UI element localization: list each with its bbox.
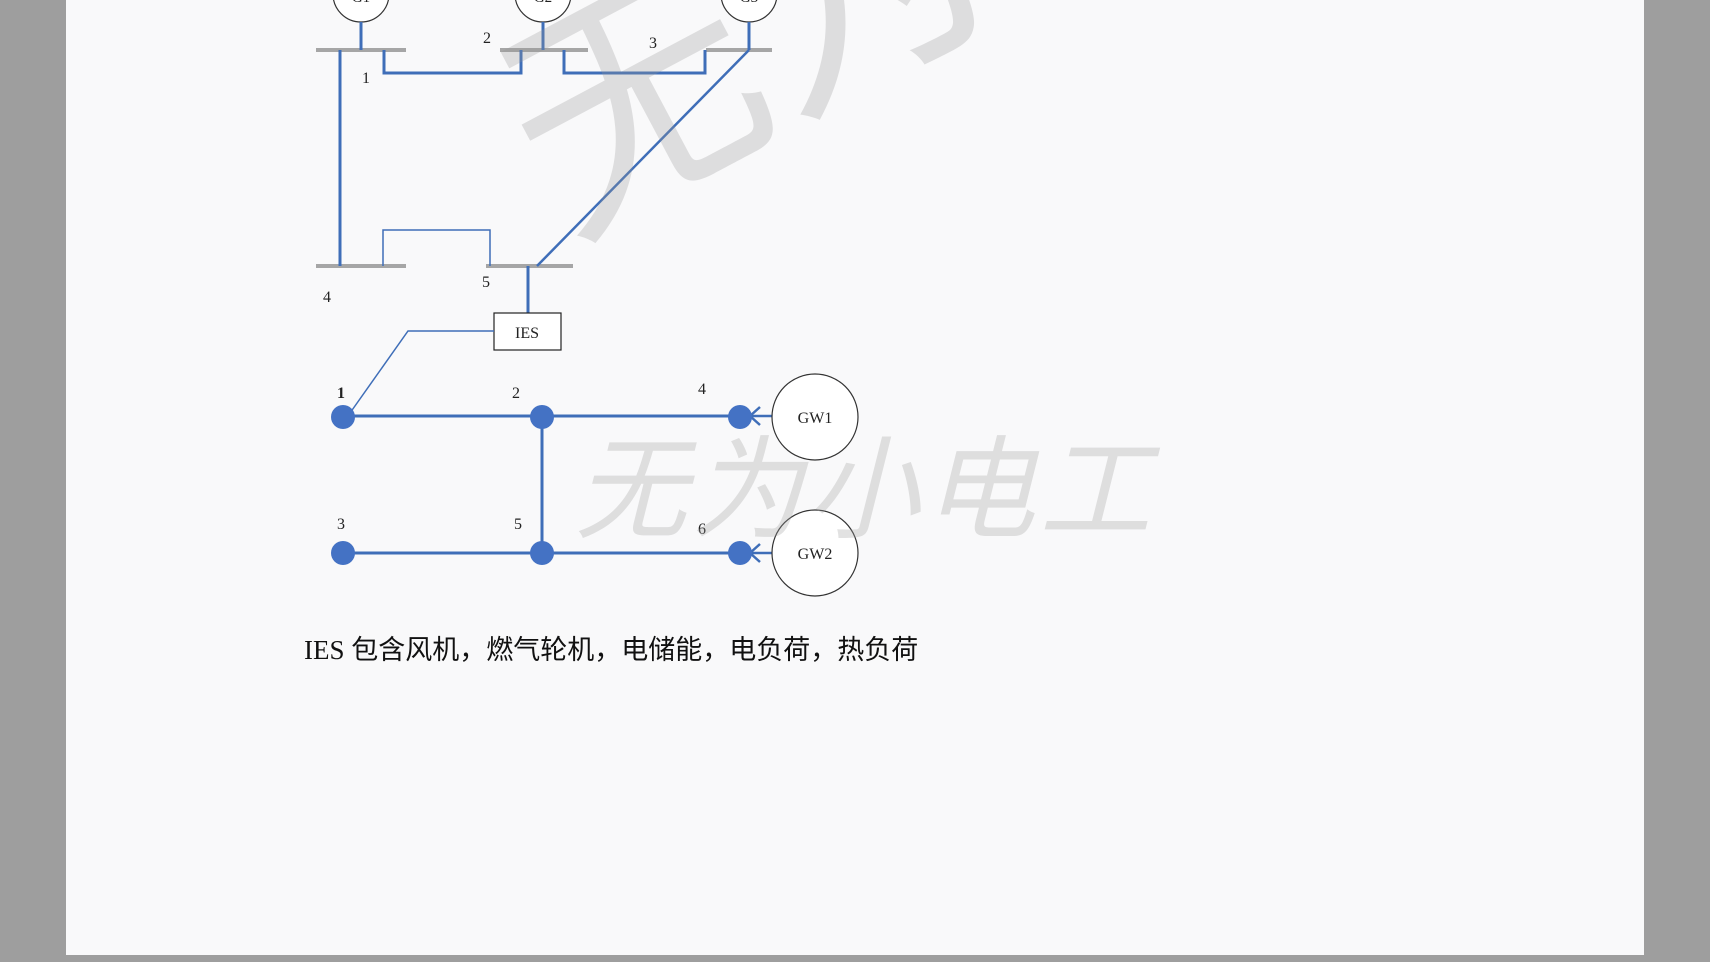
bus-4-label: 4 — [323, 289, 331, 306]
line-3-5 — [536, 49, 750, 267]
figure-caption: IES 包含风机，燃气轮机，电储能，电负荷，热负荷 — [304, 635, 919, 665]
gas-node-3-label: 3 — [337, 516, 345, 533]
gas-node-6 — [728, 541, 752, 565]
gas-node-4 — [728, 405, 752, 429]
gas-well-gw2-label: GW2 — [798, 546, 833, 563]
line-4-5 — [382, 229, 491, 266]
gas-node-1-label: 1 — [337, 385, 345, 402]
ies-gas-link — [349, 330, 494, 414]
bus-1-label: 1 — [362, 70, 370, 87]
gas-node-2-label: 2 — [512, 385, 520, 402]
ies-box — [493, 312, 562, 351]
generator-g2-label: G2 — [534, 0, 552, 6]
gas-well-gw1 — [771, 373, 859, 461]
bus-2-label: 2 — [483, 30, 491, 47]
gas-node-1 — [331, 405, 355, 429]
gas-node-4-label: 4 — [698, 381, 706, 398]
ies-label: IES — [515, 325, 539, 342]
line-1-2 — [382, 50, 523, 75]
line-2-3 — [562, 50, 707, 75]
gas-well-gw1-label: GW1 — [798, 410, 833, 427]
document-page — [66, 0, 1644, 955]
gas-node-5-label: 5 — [514, 516, 522, 533]
bus-5-label: 5 — [482, 274, 490, 291]
generator-g1-label: G1 — [352, 0, 370, 6]
gas-node-6-label: 6 — [698, 521, 706, 538]
gas-node-2 — [530, 405, 554, 429]
gas-node-5 — [530, 541, 554, 565]
gas-well-gw2 — [771, 509, 859, 597]
generator-g3-label: G3 — [740, 0, 758, 6]
bus-3-label: 3 — [649, 35, 657, 52]
gas-node-3 — [331, 541, 355, 565]
